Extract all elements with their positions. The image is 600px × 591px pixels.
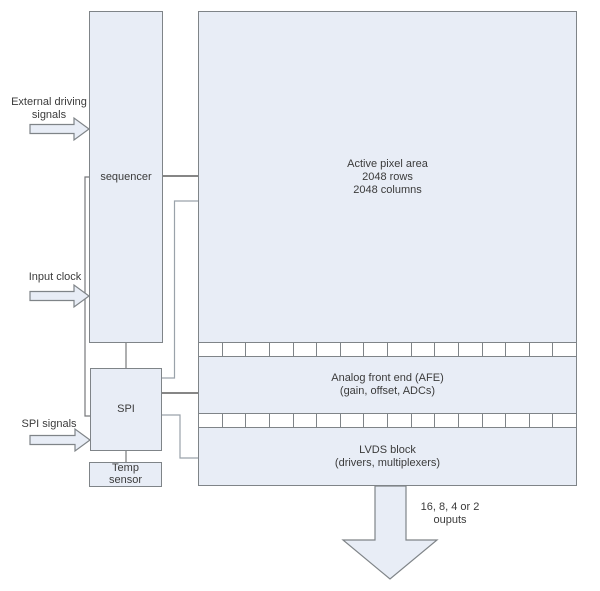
spi-signals-label-text: SPI signals — [21, 418, 77, 430]
bus-comb-afe-lvds — [198, 414, 577, 427]
spi-label: SPI — [117, 403, 135, 415]
wire-spi-to-lvds — [162, 414, 198, 459]
bus-tick-cell — [245, 343, 269, 356]
sequencer-block: sequencer — [89, 11, 163, 343]
afe-label-line1: Analog front end (AFE) — [331, 372, 444, 384]
wire-pixel-to-spi — [162, 200, 198, 379]
lvds-label-line1: LVDS block — [359, 443, 416, 456]
sequencer-label: sequencer — [100, 170, 152, 183]
bus-tick-cell — [316, 343, 340, 356]
analog-front-end-block: Analog front end (AFE) (gain, offset, AD… — [198, 356, 577, 414]
temp-sensor-label-line2: sensor — [108, 473, 143, 486]
bus-comb-pixel-afe — [198, 343, 577, 356]
output-label-line1: 16, 8, 4 or 2 — [420, 501, 480, 513]
bus-tick-cell — [245, 414, 269, 427]
active-pixel-area-label-line1: Active pixel area — [347, 157, 428, 170]
bus-tick-cell — [505, 414, 529, 427]
spi-block: SPI — [90, 368, 162, 451]
bus-tick-cell — [457, 414, 482, 427]
bus-tick-cell — [481, 414, 506, 427]
bus-tick-cell — [434, 343, 458, 356]
bus-tick-cell — [363, 343, 387, 356]
bus-tick-cell — [410, 414, 435, 427]
bus-tick-cell — [292, 414, 317, 427]
bus-tick-cell — [363, 414, 387, 427]
bus-tick-cell — [434, 414, 458, 427]
afe-label-line2: (gain, offset, ADCs) — [339, 385, 436, 397]
bus-tick-cell — [339, 343, 364, 356]
output-count-label: 16, 8, 4 or 2 ouputs — [404, 501, 496, 527]
active-pixel-area-block: Active pixel area 2048 rows 2048 columns — [198, 11, 577, 343]
bus-tick-cell — [221, 343, 246, 356]
spi-signals-arrow-icon — [29, 427, 92, 453]
active-pixel-area-label-line3: 2048 columns — [353, 183, 422, 196]
lvds-block: LVDS block (drivers, multiplexers) — [198, 427, 577, 486]
bus-tick-cell — [528, 343, 553, 356]
input-clock-arrow-icon — [29, 283, 91, 309]
active-pixel-area-label-line2: 2048 rows — [362, 170, 413, 183]
bus-tick-cell — [410, 343, 435, 356]
bus-tick-cell — [339, 414, 364, 427]
external-driving-label-line1: External driving — [11, 96, 87, 108]
bus-tick-cell — [552, 414, 577, 427]
input-clock-label: Input clock — [10, 271, 100, 284]
bus-tick-cell — [387, 414, 411, 427]
bus-tick-cell — [505, 343, 529, 356]
bus-tick-cell — [292, 343, 317, 356]
bus-tick-cell — [221, 414, 246, 427]
input-clock-label-text: Input clock — [28, 271, 82, 283]
output-arrow-icon — [341, 485, 439, 580]
lvds-label-line2: (drivers, multiplexers) — [334, 456, 441, 469]
output-label-line2: ouputs — [433, 514, 467, 526]
bus-tick-cell — [481, 343, 506, 356]
external-driving-label-line2: signals — [31, 109, 67, 121]
bus-tick-cell — [316, 414, 340, 427]
bus-tick-cell — [268, 414, 293, 427]
temp-sensor-label-line1: Temp — [112, 462, 139, 474]
external-driving-signals-label: External driving signals — [3, 96, 95, 122]
temp-sensor-block: Temp sensor — [89, 462, 162, 487]
bus-tick-cell — [268, 343, 293, 356]
bus-tick-cell — [198, 414, 222, 427]
bus-tick-cell — [552, 343, 577, 356]
bus-tick-cell — [457, 343, 482, 356]
bus-tick-cell — [198, 343, 222, 356]
spi-signals-label: SPI signals — [4, 418, 94, 431]
bus-tick-cell — [528, 414, 553, 427]
bus-tick-cell — [387, 343, 411, 356]
